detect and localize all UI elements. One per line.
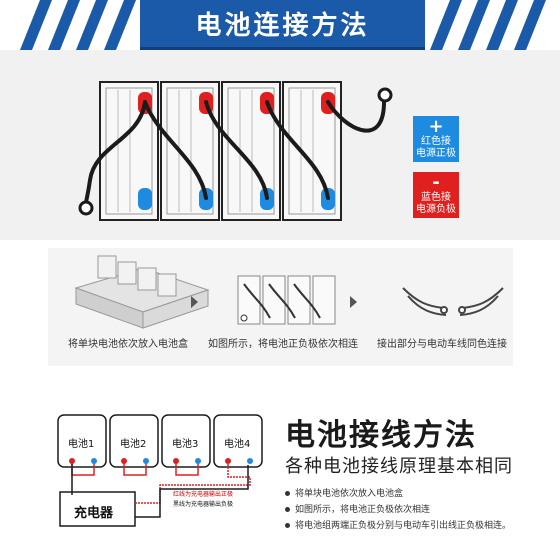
charger-note-red: 红线为充电器输出正极 — [173, 491, 234, 498]
arrow-right-icon — [191, 296, 198, 308]
wire-negative-lead — [84, 100, 147, 206]
cell-2-box — [109, 414, 159, 468]
bullet-icon — [285, 507, 290, 512]
cell-4-label: 电池4 — [224, 439, 251, 450]
battery-4 — [282, 81, 342, 221]
negative-ring-terminal — [78, 200, 94, 216]
positive-ring-terminal — [377, 87, 393, 103]
wiring-note-1-text: 将单块电池依次放入电池盒 — [295, 489, 404, 499]
cell-2-label: 电池2 — [120, 439, 147, 450]
wiring-title: 电池接线方法 — [285, 418, 477, 453]
wire-link-2 — [204, 100, 269, 200]
bullet-icon — [285, 491, 290, 496]
wiring-note-2-text: 如图所示，将电池正负极依次相连 — [295, 505, 431, 515]
step3-caption: 接出部分与电动车线同色连接 — [377, 339, 507, 350]
cell-1-box — [57, 414, 107, 468]
wire-link-1 — [143, 100, 208, 200]
cell-4-box — [213, 414, 263, 468]
battery-3 — [221, 81, 281, 221]
plus-icon: + — [428, 116, 444, 137]
steps-illustrations — [74, 255, 504, 329]
title-banner: 电池连接方法 — [140, 0, 425, 50]
charger-label: 充电器 — [74, 506, 114, 521]
header-bar: 电池连接方法 — [0, 0, 560, 50]
step1-caption: 将单块电池依次放入电池盒 — [68, 339, 188, 350]
legend-negative-line2: 电源负极 — [416, 204, 456, 215]
cell-3-box — [161, 414, 211, 468]
legend-positive-line2: 电源正极 — [416, 148, 456, 159]
legend-positive-line1: 红色接 — [421, 136, 451, 147]
battery-wiring-illustration — [78, 81, 393, 221]
page-title: 电池连接方法 — [195, 11, 370, 41]
cell-3-label: 电池3 — [172, 439, 199, 450]
wire-connection-illustration — [402, 287, 504, 316]
wiring-note-3-text: 将电池组两端正负极分别与电动车引出线正负极相连。 — [295, 521, 512, 531]
bullet-icon — [285, 523, 290, 528]
step2-caption: 如图所示，将电池正负极依次相连 — [208, 339, 358, 350]
wiring-note-3: 将电池组两端正负极分别与电动车引出线正负极相连。 — [285, 518, 511, 531]
wiring-note-2: 如图所示，将电池正负极依次相连 — [285, 502, 430, 515]
mini-batteries-illustration — [237, 275, 336, 325]
battery-box-illustration — [74, 255, 210, 329]
battery-1-negative-terminal — [138, 188, 152, 210]
minus-icon: - — [432, 172, 440, 193]
wiring-schematic — [57, 414, 263, 527]
header-stripes — [20, 0, 546, 50]
legend-negative: - 蓝色接 电源负极 — [413, 172, 459, 218]
cell-1-label: 电池1 — [68, 439, 95, 450]
legend-negative-line1: 蓝色接 — [421, 192, 451, 203]
wire-positive-lead — [326, 98, 387, 133]
charger-box — [59, 491, 136, 527]
battery-2 — [160, 81, 220, 221]
wiring-note-1: 将单块电池依次放入电池盒 — [285, 486, 403, 499]
legend-positive: + 红色接 电源正极 — [413, 116, 459, 162]
arrow-right-icon-2 — [350, 296, 357, 308]
charger-note-black: 黑线为充电器输出负极 — [173, 501, 234, 508]
wire-link-3 — [265, 100, 330, 200]
wiring-subtitle: 各种电池接线原理基本相同 — [285, 456, 513, 477]
